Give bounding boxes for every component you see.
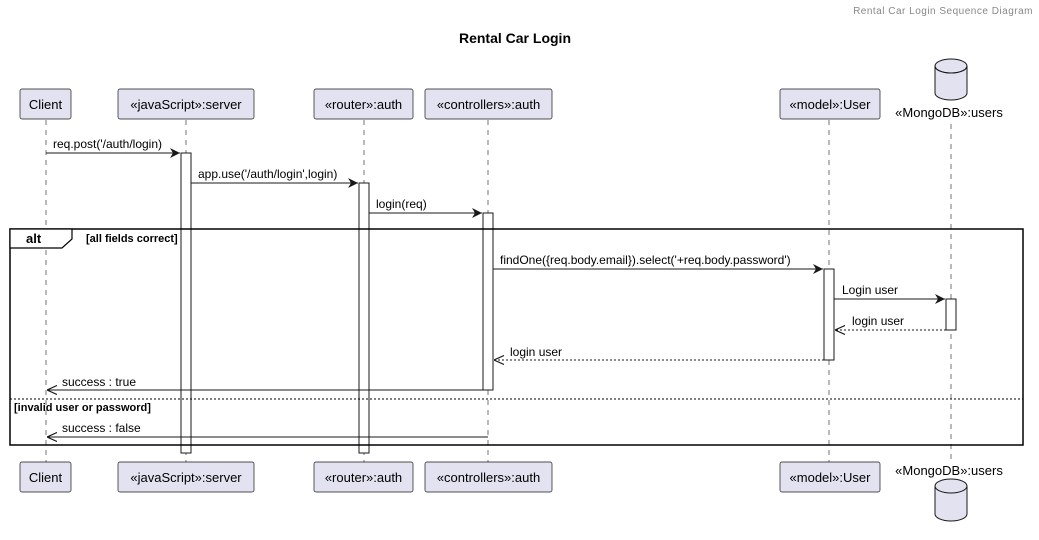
participant-label: «javaScript»:server [130, 97, 242, 112]
message-5: Login user [834, 283, 945, 304]
participant-mongo-top: «MongoDB»:users [895, 58, 1003, 120]
participant-model-bottom: «model»:User [779, 461, 881, 493]
participant-label: «controllers»:auth [437, 97, 540, 112]
database-icon [934, 478, 968, 522]
message-label: findOne({req.body.email}).select('+req.b… [500, 253, 791, 267]
participant-model-top: «model»:User [779, 88, 881, 120]
diagram-title: Rental Car Login [459, 30, 571, 46]
message-9: success : false [47, 421, 488, 437]
message-7: login user [494, 345, 824, 360]
activation-mongo [945, 298, 957, 331]
participant-label: «MongoDB»:users [895, 463, 1003, 478]
message-1: req.post('/auth/login) [46, 137, 180, 158]
participant-label: «MongoDB»:users [895, 105, 1003, 120]
participant-server-bottom: «javaScript»:server [117, 461, 255, 493]
message-label: Login user [842, 283, 898, 297]
message-label: app.use('/auth/login',login) [198, 167, 337, 181]
participant-router-bottom: «router»:auth [313, 461, 414, 493]
message-label: req.post('/auth/login) [53, 137, 162, 151]
participant-controller-top: «controllers»:auth [424, 88, 553, 120]
activation-server [180, 152, 192, 454]
participant-label: «model»:User [790, 470, 872, 485]
alt-fragment: alt [all fields correct] [invalid user o… [9, 228, 1024, 446]
message-label: login user [852, 314, 904, 328]
message-3: login(req) [369, 197, 482, 218]
message-label: login(req) [376, 197, 427, 211]
message-4: findOne({req.body.email}).select('+req.b… [493, 253, 823, 274]
participant-client-top: Client [19, 88, 72, 120]
participant-label: Client [29, 470, 63, 485]
participant-label: «router»:auth [325, 97, 402, 112]
message-label: success : false [62, 421, 141, 435]
participant-router-top: «router»:auth [313, 88, 414, 120]
message-label: login user [510, 345, 562, 359]
participant-label: «controllers»:auth [437, 470, 540, 485]
activation-model [823, 268, 835, 361]
participant-controller-bottom: «controllers»:auth [424, 461, 553, 493]
participant-label: «router»:auth [325, 470, 402, 485]
participant-client-bottom: Client [19, 461, 72, 493]
message-6: login user [835, 314, 946, 330]
message-8: success : true [47, 375, 483, 390]
message-2: app.use('/auth/login',login) [191, 167, 358, 188]
database-icon [934, 58, 968, 101]
header-title: Rental Car Login Sequence Diagram [853, 6, 1033, 17]
participant-label: «javaScript»:server [130, 470, 242, 485]
message-label: success : true [62, 375, 136, 389]
fragment-guard-1: [all fields correct] [86, 233, 178, 245]
fragment-operator: alt [26, 231, 42, 246]
participant-mongo-bottom: «MongoDB»:users [895, 463, 1003, 522]
participant-label: Client [29, 97, 63, 112]
participant-server-top: «javaScript»:server [117, 88, 255, 120]
fragment-guard-2: [invalid user or password] [14, 402, 151, 414]
activation-router [358, 182, 370, 454]
activation-controller [482, 212, 494, 391]
participant-label: «model»:User [790, 97, 872, 112]
